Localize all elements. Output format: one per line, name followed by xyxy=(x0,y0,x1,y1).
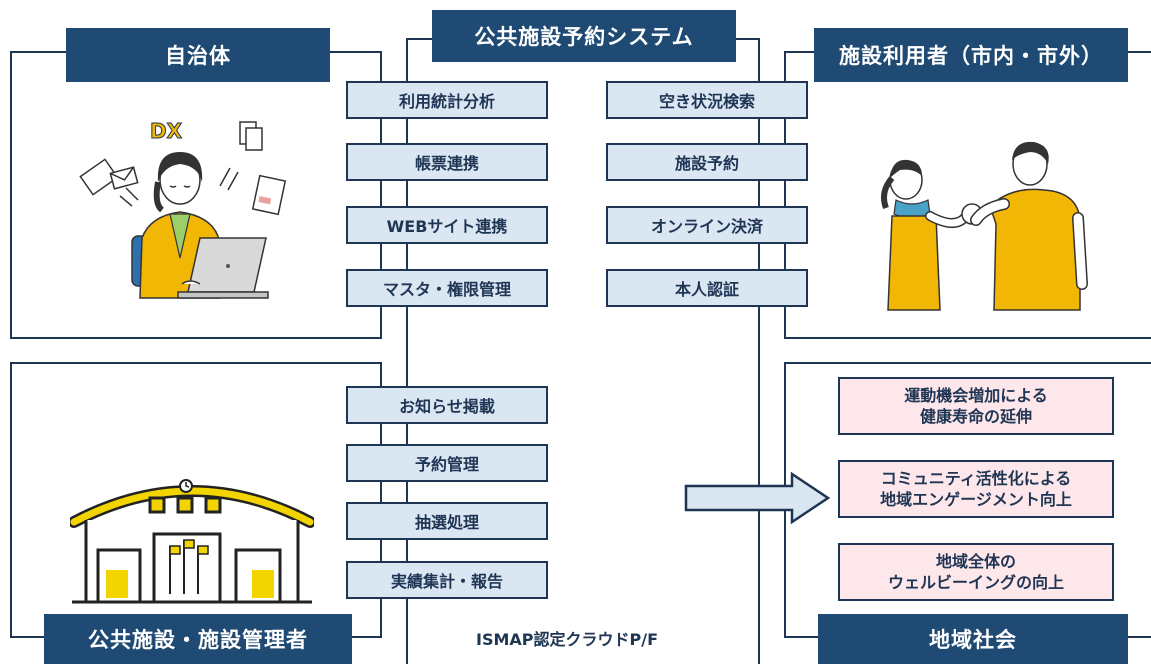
function-box: マスタ・権限管理 xyxy=(346,269,548,307)
system-title: 公共施設予約システム xyxy=(432,10,736,62)
function-box: 空き状況検索 xyxy=(606,81,808,119)
function-box: お知らせ掲載 xyxy=(346,386,548,424)
frame-line xyxy=(1128,51,1151,53)
frame-line xyxy=(380,362,382,638)
function-box: 施設予約 xyxy=(606,143,808,181)
frame-line xyxy=(10,362,382,364)
outcome-box: 地域全体の ウェルビーイングの向上 xyxy=(838,543,1114,601)
frame-line xyxy=(784,362,1151,364)
right-arrow-icon xyxy=(684,472,831,524)
facility-managers-header: 公共施設・施設管理者 xyxy=(44,614,352,664)
frame-line xyxy=(352,636,382,638)
municipality-worker-illustration: DX xyxy=(79,119,287,299)
outcome-line: 運動機会増加による xyxy=(904,386,1048,405)
facility-users-illustration xyxy=(881,141,1088,311)
outcome-line: 地域全体の xyxy=(935,552,1016,571)
community-header: 地域社会 xyxy=(818,614,1128,664)
frame-line xyxy=(10,337,382,339)
platform-label: ISMAP認定クラウドP/F xyxy=(476,630,659,649)
outcome-line: コミュニティ活性化による xyxy=(880,469,1072,488)
frame-line xyxy=(784,51,814,53)
outcome-box: 運動機会増加による 健康寿命の延伸 xyxy=(838,377,1114,435)
frame-line xyxy=(784,51,786,339)
frame-line xyxy=(10,51,66,53)
public-facility-illustration xyxy=(70,479,314,604)
function-box: オンライン決済 xyxy=(606,206,808,244)
outcome-line: 地域エンゲージメント向上 xyxy=(880,490,1072,509)
function-box: 予約管理 xyxy=(346,444,548,482)
frame-line xyxy=(784,636,818,638)
outcome-line: 健康寿命の延伸 xyxy=(919,407,1032,426)
outcome-box: コミュニティ活性化による 地域エンゲージメント向上 xyxy=(838,460,1114,518)
function-box: 実績集計・報告 xyxy=(346,561,548,599)
users-header: 施設利用者（市内・市外） xyxy=(814,28,1128,82)
frame-line xyxy=(1128,636,1151,638)
frame-line xyxy=(10,51,12,339)
function-box: 抽選処理 xyxy=(346,502,548,540)
frame-line xyxy=(784,337,1151,339)
municipality-header: 自治体 xyxy=(66,28,330,82)
frame-line xyxy=(736,38,760,40)
frame-line xyxy=(330,51,382,53)
function-box: WEBサイト連携 xyxy=(346,206,548,244)
frame-line xyxy=(380,51,382,339)
frame-line xyxy=(406,38,432,40)
function-box: 本人認証 xyxy=(606,269,808,307)
outcome-line: ウェルビーイングの向上 xyxy=(887,573,1064,592)
frame-line xyxy=(406,38,408,664)
frame-line xyxy=(10,362,12,638)
frame-line xyxy=(10,636,44,638)
frame-line xyxy=(758,38,760,664)
dx-badge: DX xyxy=(150,119,183,143)
function-box: 利用統計分析 xyxy=(346,81,548,119)
function-box: 帳票連携 xyxy=(346,143,548,181)
